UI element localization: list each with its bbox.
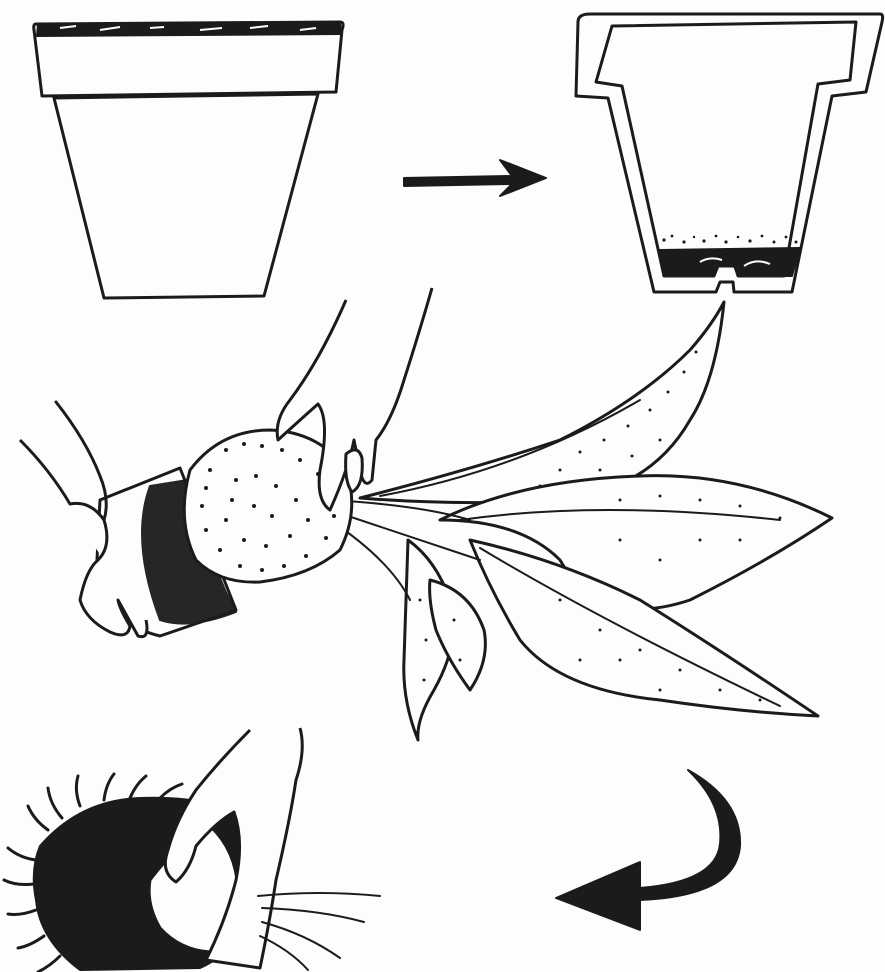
arrow-curved-return-icon bbox=[556, 770, 740, 930]
remove-plant-from-old-pot bbox=[20, 288, 832, 740]
arrow-right-icon bbox=[404, 160, 546, 196]
plant-leaves bbox=[360, 302, 832, 740]
pot-with-drainage-layer bbox=[576, 14, 883, 292]
empty-pot bbox=[34, 22, 343, 298]
root-ball-loosened bbox=[4, 728, 380, 972]
